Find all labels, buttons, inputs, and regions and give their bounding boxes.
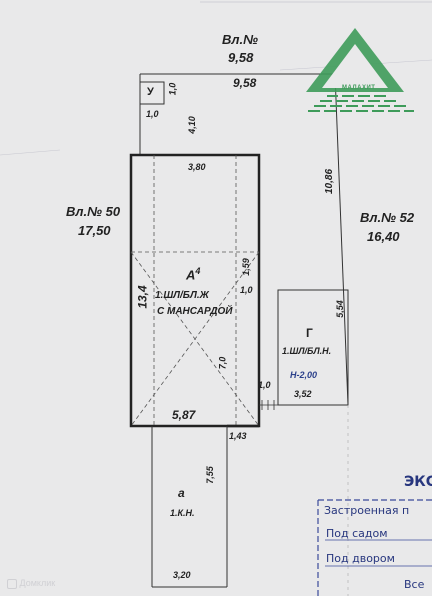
stamp-border [317, 499, 432, 596]
garage-letter: Г [306, 326, 313, 340]
neighbor-top-value: 9,58 [228, 50, 254, 65]
house-bottom-dimension: 5,87 [172, 408, 196, 422]
stamp-built: Застроенная п [324, 504, 410, 517]
paper-crease-line [0, 149, 61, 156]
house-offset-dimension: 1,43 [229, 431, 247, 441]
garage-note: Н-2,00 [290, 370, 318, 380]
right-side-dimension: 10,86 [324, 168, 336, 195]
house-a [129, 153, 261, 428]
y-width-dimension: 1,0 [146, 109, 159, 119]
garage-desc: 1.ШЛ/БЛ.Н. [282, 346, 332, 356]
annex-bottom-dimension: 3,20 [173, 570, 191, 580]
logo-name: МАЛАХИТ [342, 85, 376, 91]
house-letter: А4 [186, 266, 201, 283]
garage-g [277, 289, 349, 406]
neighbor-left-label: Вл.№ 50 [66, 204, 121, 219]
annex-desc: 1.К.Н. [170, 508, 195, 518]
house-inner-h-dimension: 1,0 [240, 285, 253, 295]
stamp-under-garden: Под садом [326, 527, 388, 540]
annex-side-dimension: 7,55 [204, 466, 215, 484]
neighbor-right-label: Вл.№ 52 [360, 210, 415, 225]
garage-side-dimension: 5,54 [334, 300, 345, 318]
watermark-icon [7, 578, 17, 589]
gap-dimension: 4,10 [186, 116, 197, 134]
annex-letter: а [178, 486, 185, 500]
y-height-dimension: 1,0 [167, 82, 178, 96]
neighbor-left-value: 17,50 [78, 223, 111, 238]
stamp-heading: ЭКСПЛИКАЦИЯ [404, 474, 432, 490]
stamp-total: Все [404, 578, 425, 591]
house-left-dimension: 13,4 [135, 285, 150, 309]
top-edge-dimension: 9,58 [233, 76, 257, 90]
house-top-dimension: 3,80 [188, 162, 206, 172]
house-inner-v2-dimension: 7,0 [217, 356, 228, 370]
gap-ticks [259, 400, 278, 410]
y-box [139, 81, 165, 105]
stamp-under-yard: Под двором [326, 552, 395, 565]
neighbor-right-value: 16,40 [367, 229, 400, 244]
watermark-text: Домклик [19, 578, 56, 588]
malakhit-logo [306, 28, 414, 112]
house-desc-line1: 1.ШЛ/БЛ.Ж [155, 290, 209, 301]
garage-gap-dimension: 1,0 [258, 380, 271, 390]
annex-a [151, 426, 228, 588]
room-y-label: У [147, 86, 154, 98]
house-inner-v-dimension: 1,59 [240, 258, 251, 276]
neighbor-top-label: Вл.№ [222, 32, 258, 47]
house-desc-line2: С МАНСАРДОЙ [157, 306, 233, 317]
garage-bottom-dimension: 3,52 [294, 389, 312, 399]
watermark: Домклик [7, 578, 55, 589]
